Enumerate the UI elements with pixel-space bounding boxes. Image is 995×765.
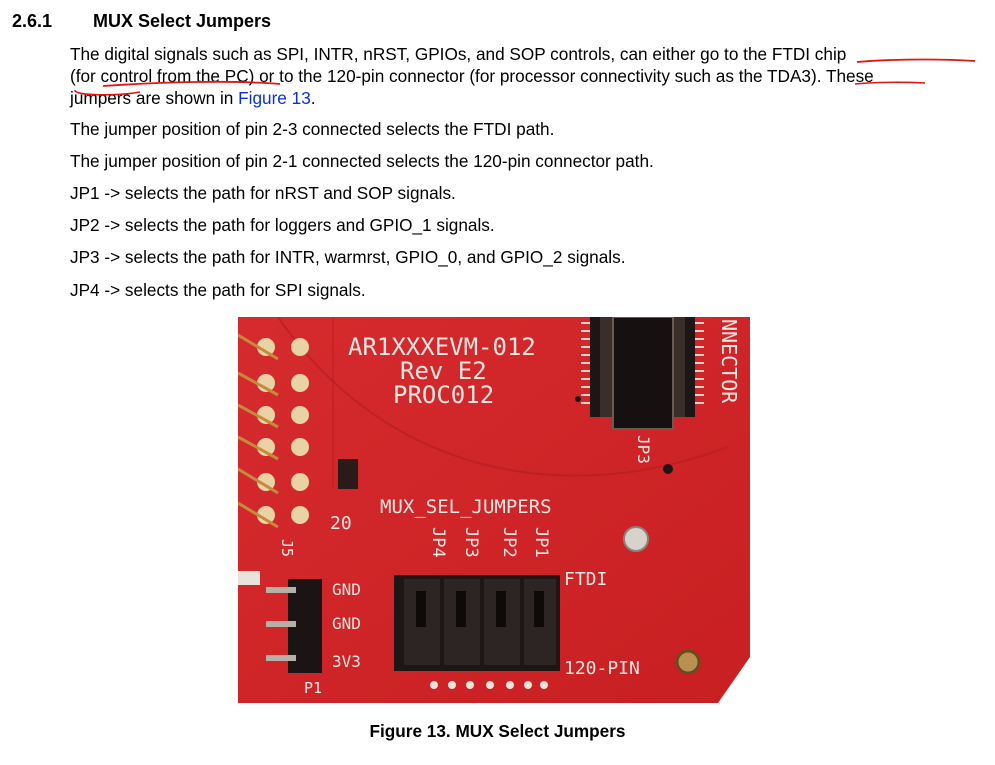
pcb-trace-arc: [277, 317, 729, 477]
statement-jp2: JP2 -> selects the path for loggers and …: [70, 215, 495, 235]
silk-ftdi: FTDI: [564, 569, 607, 590]
small-ic: [338, 459, 358, 489]
p1-header: [238, 571, 322, 673]
intro-line-3: jumpers are shown in Figure 13.: [70, 87, 975, 109]
silk-j5: J5: [278, 539, 296, 557]
figure-13-link[interactable]: Figure 13: [238, 88, 311, 108]
via: [663, 464, 673, 474]
intro-line-1: The digital signals such as SPI, INTR, n…: [70, 44, 847, 64]
silk-mux-label: MUX_SEL_JUMPERS: [380, 496, 552, 518]
high-speed-connector: [590, 317, 695, 430]
silk-jp3-header: JP3: [634, 435, 653, 464]
silk-3v3: 3V3: [332, 652, 361, 671]
silk-revision: Rev E2: [400, 357, 487, 385]
silk-gnd-2: GND: [332, 614, 361, 633]
statement-connector-path: The jumper position of pin 2-1 connected…: [70, 151, 654, 171]
silk-pin-20: 20: [330, 513, 352, 534]
section-title: MUX Select Jumpers: [93, 11, 272, 31]
gold-pad: [675, 649, 701, 675]
silk-gnd-1: GND: [332, 580, 361, 599]
statement-jp1: JP1 -> selects the path for nRST and SOP…: [70, 183, 456, 203]
statement-jp4: JP4 -> selects the path for SPI signals.: [70, 280, 366, 300]
silk-proc: PROC012: [393, 381, 494, 409]
silk-jp1: JP1: [531, 527, 551, 558]
silk-jp3: JP3: [461, 527, 481, 558]
statement-ftdi-path: The jumper position of pin 2-3 connected…: [70, 119, 555, 139]
silk-p1: P1: [304, 679, 322, 697]
board-photo: AR1XXXEVM-012 Rev E2 PROC012 NNECTOR JP3…: [238, 317, 750, 703]
silk-120-pin: 120-PIN: [564, 658, 640, 679]
silk-board-name: AR1XXXEVM-012: [348, 333, 536, 361]
intro-line-3-text: jumpers are shown in: [70, 88, 239, 108]
figure-caption: Figure 13. MUX Select Jumpers: [369, 721, 626, 741]
intro-paragraph: The digital signals such as SPI, INTR, n…: [70, 43, 975, 109]
connector-pins: [581, 322, 704, 404]
photo-background-corner: [718, 657, 750, 703]
mux-jumper-blocks: [394, 575, 560, 689]
silk-jp2: JP2: [499, 527, 519, 558]
section-number: 2.6.1: [12, 11, 53, 31]
left-header-pins: [238, 333, 309, 529]
statement-jp3: JP3 -> selects the path for INTR, warmrs…: [70, 247, 626, 267]
intro-line-2: (for control from the PC) or to the 120-…: [70, 66, 874, 86]
silk-connector: NNECTOR: [717, 319, 741, 404]
silk-jp4: JP4: [428, 527, 448, 558]
intro-line-3-end: .: [310, 88, 316, 108]
mounting-hole: [623, 526, 649, 552]
via: [575, 396, 581, 402]
